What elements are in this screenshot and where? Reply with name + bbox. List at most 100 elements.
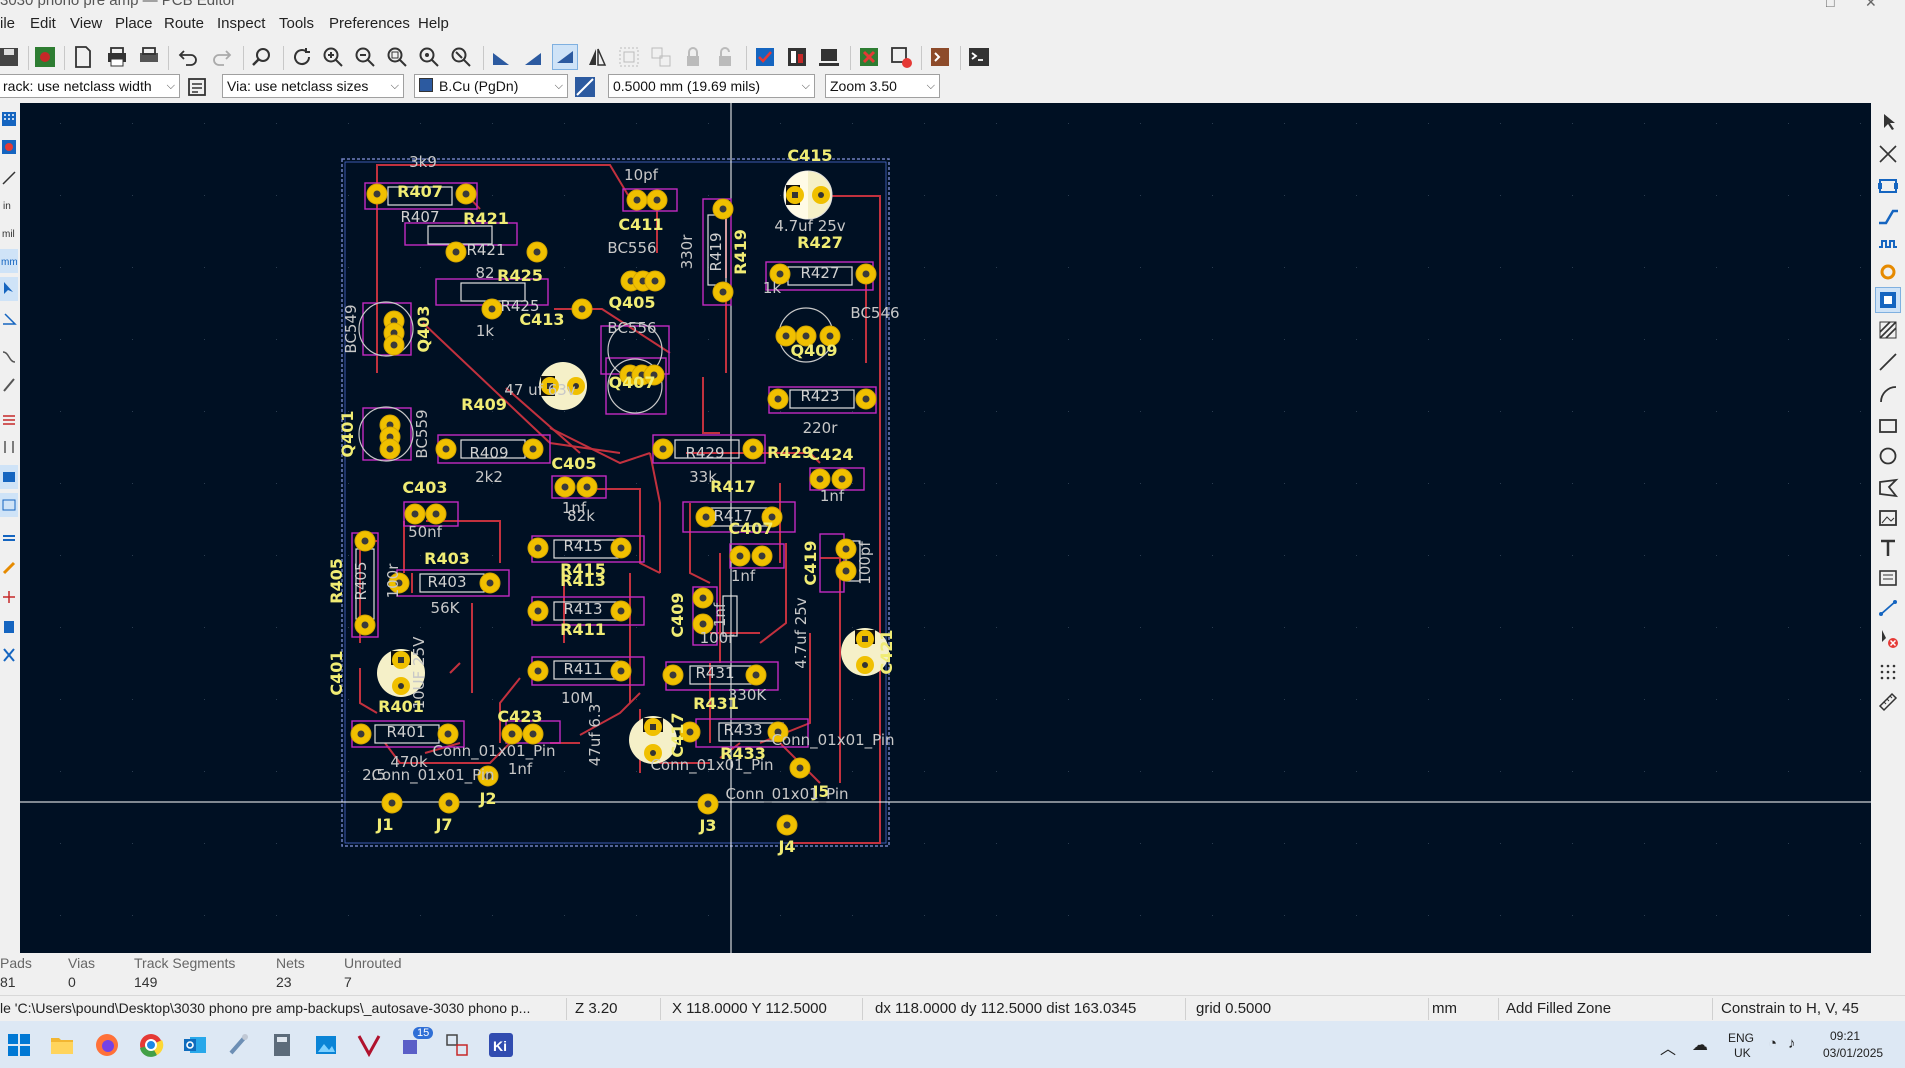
language-region[interactable]: UK: [1734, 1046, 1751, 1060]
add-zone-icon[interactable]: [1875, 287, 1901, 313]
add-dimension-icon[interactable]: [1875, 595, 1901, 621]
zoom-in-icon[interactable]: [320, 44, 346, 70]
local-ratsnest-icon[interactable]: [1875, 141, 1901, 167]
layers-manager-icon[interactable]: [0, 527, 18, 551]
zoom-objects-icon[interactable]: [416, 44, 442, 70]
track-width-select[interactable]: rack: use netclass width⌵: [0, 74, 180, 98]
via-size-select[interactable]: Via: use netclass sizes⌵: [222, 74, 404, 98]
footprint-library-icon[interactable]: [784, 44, 810, 70]
cloud-icon[interactable]: ☁: [1692, 1037, 1708, 1054]
properties-icon[interactable]: [0, 615, 18, 639]
ungroup-icon[interactable]: [648, 44, 674, 70]
draw-arc-icon[interactable]: [1875, 381, 1901, 407]
network-app-icon[interactable]: [443, 1031, 471, 1059]
board-setup-icon[interactable]: [32, 44, 58, 70]
redraw-icon[interactable]: [289, 44, 315, 70]
grid-select[interactable]: 0.5000 mm (19.69 mils)⌵: [608, 74, 815, 98]
delete-tool-icon[interactable]: [1875, 625, 1901, 651]
grid-toggle-icon[interactable]: [0, 107, 18, 131]
menu-route[interactable]: Route: [164, 15, 205, 32]
maximize-button[interactable]: □: [1826, 0, 1835, 10]
clock-time[interactable]: 09:21: [1830, 1029, 1861, 1043]
measure-tool-icon[interactable]: [1875, 689, 1901, 715]
page-settings-icon[interactable]: [70, 44, 96, 70]
rule-area-icon[interactable]: [1875, 317, 1901, 343]
zoom-selection-icon[interactable]: [448, 44, 474, 70]
add-via-icon[interactable]: [1875, 259, 1901, 285]
ratsnest-icon[interactable]: [0, 135, 18, 159]
zoom-out-icon[interactable]: [352, 44, 378, 70]
wifi-icon[interactable]: ◔: [1768, 1035, 1778, 1052]
menu-file[interactable]: ile: [0, 15, 16, 32]
ratsnest-lines-icon[interactable]: [0, 345, 18, 369]
chrome-icon[interactable]: [137, 1031, 165, 1059]
footprint-editor-icon[interactable]: [816, 44, 842, 70]
undo-icon[interactable]: [175, 44, 201, 70]
volume-icon[interactable]: ♪: [1788, 1035, 1796, 1052]
find-icon[interactable]: [249, 44, 275, 70]
netlist-icon[interactable]: [752, 44, 778, 70]
pcb-app-icon[interactable]: [355, 1031, 383, 1059]
grid-origin-icon[interactable]: [1875, 659, 1901, 685]
measure-icon[interactable]: [0, 585, 18, 609]
add-footprint-icon[interactable]: [1875, 173, 1901, 199]
layer-select[interactable]: B.Cu (PgDn)⌵: [414, 74, 568, 98]
drc-icon[interactable]: [856, 44, 882, 70]
select-tool-icon[interactable]: [1875, 109, 1901, 135]
add-text-icon[interactable]: [1875, 535, 1901, 561]
track-angle-icon[interactable]: [0, 307, 18, 331]
layer-pair-icon[interactable]: [572, 74, 598, 100]
close-button[interactable]: ✕: [1865, 0, 1877, 10]
board-check-icon[interactable]: [888, 44, 914, 70]
plot-icon[interactable]: [136, 44, 162, 70]
net-color-icon[interactable]: [0, 493, 18, 517]
group-icon[interactable]: [616, 44, 642, 70]
add-image-icon[interactable]: [1875, 505, 1901, 531]
draw-polygon-icon[interactable]: [1875, 475, 1901, 501]
save-icon[interactable]: [0, 44, 22, 70]
units-mil-icon[interactable]: mil: [0, 221, 18, 245]
high-contrast-icon[interactable]: [0, 465, 18, 489]
tools-icon[interactable]: [0, 643, 18, 667]
vias-sketch-icon[interactable]: [0, 435, 18, 459]
tools-app-icon[interactable]: [225, 1031, 253, 1059]
menu-place[interactable]: Place: [115, 15, 153, 32]
menu-inspect[interactable]: Inspect: [217, 15, 266, 32]
menu-edit[interactable]: Edit: [30, 15, 56, 32]
calculator-icon[interactable]: [268, 1031, 296, 1059]
polar-coords-icon[interactable]: [0, 165, 18, 189]
draw-line-icon[interactable]: [1875, 349, 1901, 375]
lock-icon[interactable]: [680, 44, 706, 70]
scripting-icon[interactable]: [927, 44, 953, 70]
outlook-icon[interactable]: [181, 1031, 209, 1059]
zones-icon[interactable]: [0, 407, 18, 431]
pads-sketch-icon[interactable]: [0, 373, 18, 397]
pencil-icon[interactable]: [0, 555, 18, 579]
mirror-icon[interactable]: [584, 44, 610, 70]
menu-tools[interactable]: Tools: [279, 15, 315, 32]
firefox-icon[interactable]: [93, 1031, 121, 1059]
flip-board-icon[interactable]: [552, 44, 578, 70]
redo-icon[interactable]: [209, 44, 235, 70]
add-textbox-icon[interactable]: [1875, 565, 1901, 591]
photos-icon[interactable]: [312, 1031, 340, 1059]
tune-length-icon[interactable]: [1875, 231, 1901, 257]
language-code[interactable]: ENG: [1728, 1031, 1755, 1045]
rotate-ccw-icon[interactable]: [488, 44, 514, 70]
file-explorer-icon[interactable]: [48, 1031, 76, 1059]
route-track-icon[interactable]: [1875, 203, 1901, 229]
clock-date[interactable]: 03/01/2025: [1823, 1046, 1884, 1060]
windows-start-icon[interactable]: [5, 1031, 33, 1059]
units-inch-icon[interactable]: in: [0, 193, 18, 217]
print-icon[interactable]: [104, 44, 130, 70]
teams-icon[interactable]: 15: [399, 1027, 434, 1059]
console-icon[interactable]: [966, 44, 992, 70]
menu-preferences[interactable]: Preferences: [329, 15, 410, 32]
rotate-cw-icon[interactable]: [520, 44, 546, 70]
units-mm-icon[interactable]: mm: [0, 249, 18, 273]
tray-expand-icon[interactable]: ︿: [1660, 1041, 1677, 1058]
kicad-icon[interactable]: Ki: [487, 1031, 515, 1059]
zoom-fit-icon[interactable]: [384, 44, 410, 70]
draw-rectangle-icon[interactable]: [1875, 413, 1901, 439]
